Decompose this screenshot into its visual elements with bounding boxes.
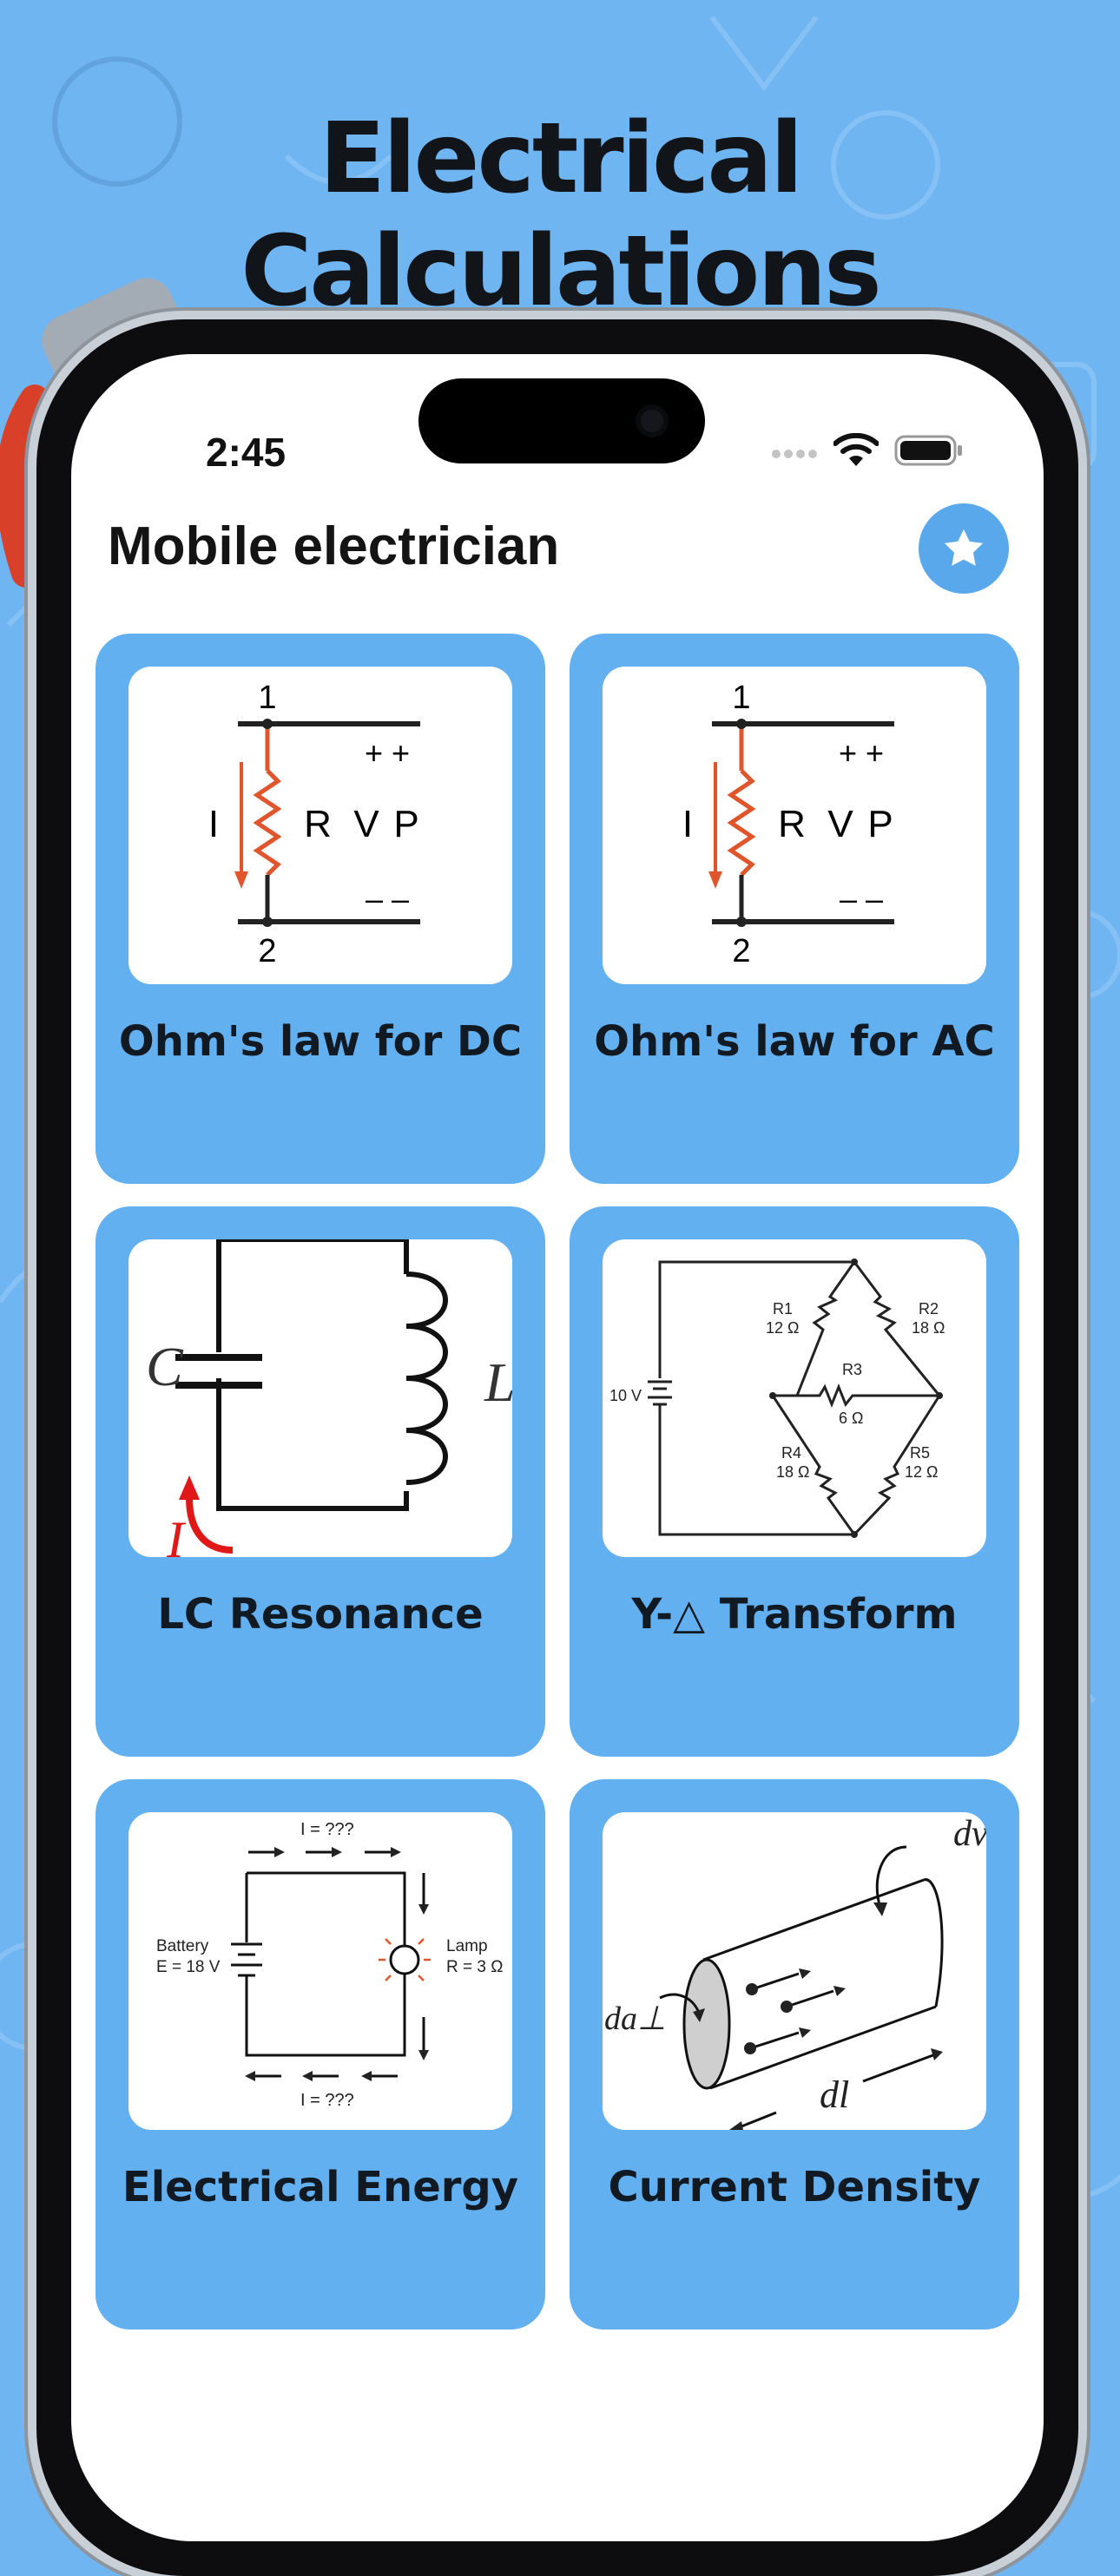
svg-text:R4: R4 [781, 1444, 801, 1462]
card-current-density[interactable]: dv da⊥ dl Current Density [570, 1779, 1019, 2330]
svg-text:– –: – – [840, 881, 883, 917]
card-label: Y-△ Transform [631, 1590, 958, 1639]
card-label: Ohm's law for DC [118, 1017, 523, 1066]
svg-text:E = 18 V: E = 18 V [156, 1958, 221, 1976]
card-label: LC Resonance [157, 1590, 484, 1639]
svg-text:I = ???: I = ??? [300, 2091, 354, 2110]
resistor-circuit-icon: 1 2 I R V P + + – – [128, 667, 512, 984]
headline: Electrical Calculations [240, 102, 882, 328]
resistor-circuit-icon: 1 2 I R V P + + – – [603, 667, 986, 984]
phone-screen: 2:45 Mobile electrician [71, 354, 1044, 2541]
svg-text:1: 1 [732, 680, 750, 716]
svg-text:1: 1 [258, 680, 276, 716]
svg-text:18 Ω: 18 Ω [776, 1463, 809, 1481]
battery-icon [894, 435, 962, 466]
phone-frame: 2:45 Mobile electrician [36, 319, 1078, 2576]
card-label: Ohm's law for AC [594, 1017, 995, 1066]
svg-text:12 Ω: 12 Ω [766, 1319, 799, 1337]
svg-text:R1: R1 [773, 1300, 793, 1318]
svg-text:Battery: Battery [156, 1937, 209, 1955]
svg-text:R: R [778, 803, 806, 845]
battery-lamp-circuit-icon: I = ??? I = ??? Battery E = 18 V Lamp R … [128, 1812, 512, 2130]
card-y-delta-transform[interactable]: 10 V R1 12 Ω R2 18 Ω R3 6 Ω R4 18 Ω R5 1… [570, 1206, 1019, 1757]
svg-text:R: R [304, 803, 332, 845]
svg-text:+ +: + + [365, 735, 410, 771]
svg-text:C: C [146, 1336, 184, 1397]
svg-text:2: 2 [258, 933, 276, 969]
svg-text:R5: R5 [910, 1444, 930, 1462]
svg-text:P: P [867, 803, 893, 845]
svg-text:L: L [484, 1351, 512, 1413]
svg-text:I: I [166, 1511, 187, 1557]
card-label: Electrical Energy [122, 2163, 519, 2211]
signal-icon [772, 450, 817, 458]
svg-text:18 Ω: 18 Ω [912, 1319, 945, 1337]
svg-text:V: V [353, 803, 379, 845]
svg-text:R2: R2 [919, 1300, 939, 1318]
camera-icon [636, 404, 669, 437]
svg-text:+ +: + + [839, 735, 884, 771]
wire-doodle [0, 384, 49, 588]
star-icon [944, 529, 984, 566]
svg-text:P: P [393, 803, 418, 845]
svg-text:– –: – – [366, 881, 409, 917]
svg-text:dv: dv [953, 1814, 986, 1854]
bridge-circuit-icon: 10 V R1 12 Ω R2 18 Ω R3 6 Ω R4 18 Ω R5 1… [603, 1239, 986, 1557]
svg-text:I: I [208, 803, 219, 845]
svg-text:2: 2 [732, 933, 750, 969]
svg-text:R3: R3 [842, 1361, 862, 1378]
conductor-cylinder-icon: dv da⊥ dl [603, 1812, 986, 2130]
status-icons [771, 429, 964, 472]
svg-text:I: I [682, 803, 693, 845]
svg-text:dl: dl [820, 2073, 849, 2116]
card-ohms-law-dc[interactable]: 1 2 I R V P + + – – Ohm's law for DC [96, 634, 545, 1184]
app-title: Mobile electrician [108, 516, 560, 576]
svg-text:R = 3 Ω: R = 3 Ω [446, 1958, 503, 1976]
favorites-button[interactable] [919, 503, 1009, 594]
svg-text:Lamp: Lamp [446, 1937, 488, 1955]
svg-text:10 V: 10 V [609, 1387, 642, 1404]
card-ohms-law-ac[interactable]: 1 2 I R V P + + – – Ohm's law for AC [570, 634, 1019, 1184]
status-time: 2:45 [206, 430, 287, 475]
svg-text:I = ???: I = ??? [300, 1820, 354, 1839]
svg-text:da⊥: da⊥ [604, 2001, 666, 2037]
svg-text:V: V [827, 803, 853, 845]
dynamic-island [418, 378, 705, 463]
card-lc-resonance[interactable]: C L I LC Resonance [96, 1206, 545, 1757]
wifi-icon [833, 433, 879, 466]
lc-circuit-icon: C L I [128, 1239, 512, 1557]
card-label: Current Density [608, 2163, 981, 2211]
card-electrical-energy[interactable]: I = ??? I = ??? Battery E = 18 V Lamp R … [96, 1779, 545, 2330]
svg-text:12 Ω: 12 Ω [905, 1463, 938, 1481]
svg-text:6 Ω: 6 Ω [839, 1410, 863, 1427]
